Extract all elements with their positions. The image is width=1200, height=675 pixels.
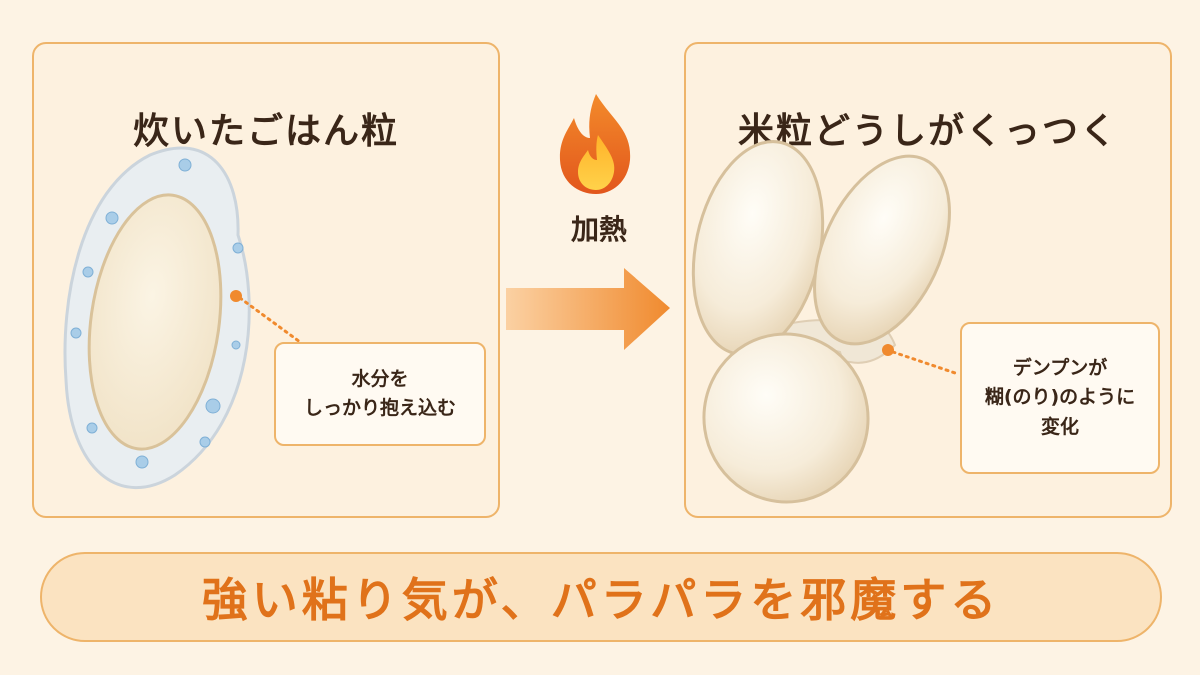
callout-line: しっかり抱え込む — [303, 397, 456, 419]
flame-icon — [559, 94, 631, 194]
process-arrow — [506, 268, 670, 350]
conclusion-text: 強い粘り気が、パラパラを邪魔する — [201, 573, 1001, 627]
callout-line: 水分を — [351, 367, 409, 390]
cooked-rice-title: 炊いたごはん粒 — [132, 111, 399, 152]
starch-change-callout: デンプンが 糊(のり)のように 変化 — [960, 322, 1160, 474]
sticking-grains-title: 米粒どうしがくっつく — [737, 111, 1118, 152]
callout-line: 変化 — [1040, 415, 1079, 438]
conclusion-banner: 強い粘り気が、パラパラを邪魔する — [40, 552, 1162, 642]
water-retention-callout: 水分を しっかり抱え込む — [274, 342, 486, 446]
sticking-rice-grains — [691, 140, 951, 504]
right-connector-dot — [882, 344, 894, 356]
heating-label: 加熱 — [570, 213, 627, 246]
right-connector-line — [891, 350, 960, 376]
water-droplets — [70, 158, 244, 469]
left-connector-line — [238, 296, 302, 344]
rice-grain-with-water — [63, 146, 251, 489]
callout-line: 糊(のり)のように — [984, 386, 1136, 409]
callout-line: デンプンが — [1012, 356, 1108, 379]
left-connector-dot — [230, 290, 242, 302]
